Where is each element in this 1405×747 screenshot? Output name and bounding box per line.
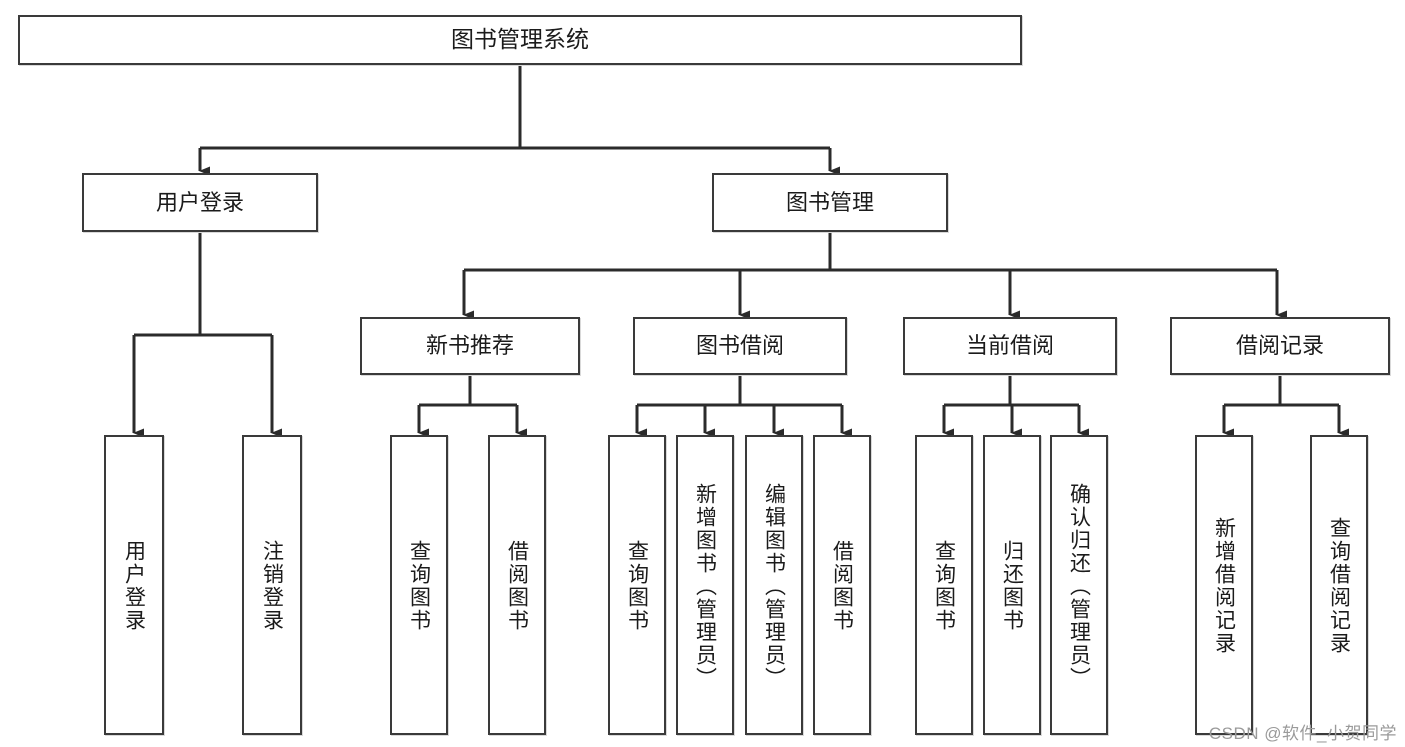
- node-label: 查询借阅记录: [1327, 517, 1351, 655]
- node-label: 查询图书: [407, 540, 431, 632]
- node-leaf-add-record[interactable]: 新增借阅记录: [1195, 435, 1253, 735]
- node-label: 新增图书（管理员）: [693, 482, 717, 690]
- node-label: 编辑图书（管理员）: [762, 482, 786, 690]
- node-label: 图书管理: [785, 189, 874, 215]
- node-leaf-query-record[interactable]: 查询借阅记录: [1310, 435, 1368, 735]
- node-label: 借阅记录: [1235, 333, 1324, 359]
- node-leaf-borrow-book-2[interactable]: 借阅图书: [813, 435, 871, 735]
- node-book-borrow[interactable]: 图书借阅: [633, 317, 847, 375]
- node-label: 用户登录: [122, 540, 146, 632]
- node-leaf-return-book[interactable]: 归还图书: [983, 435, 1041, 735]
- node-label: 新书推荐: [425, 333, 514, 359]
- node-label: 图书管理系统: [451, 26, 589, 53]
- tree-edges: [132, 65, 1349, 438]
- node-label: 归还图书: [1000, 540, 1024, 632]
- node-leaf-borrow-book-1[interactable]: 借阅图书: [488, 435, 546, 735]
- node-borrow-record[interactable]: 借阅记录: [1170, 317, 1390, 375]
- node-book-manage[interactable]: 图书管理: [712, 173, 948, 232]
- node-label: 借阅图书: [505, 540, 529, 632]
- node-root[interactable]: 图书管理系统: [18, 15, 1022, 65]
- node-leaf-add-book[interactable]: 新增图书（管理员）: [676, 435, 734, 735]
- watermark-label: CSDN @软件_小贺同学: [1208, 724, 1397, 743]
- node-leaf-query-book-2[interactable]: 查询图书: [608, 435, 666, 735]
- node-leaf-confirm-return[interactable]: 确认归还（管理员）: [1050, 435, 1108, 735]
- node-label: 注销登录: [260, 540, 284, 632]
- node-label: 确认归还（管理员）: [1067, 482, 1091, 690]
- node-label: 当前借阅: [965, 333, 1054, 359]
- node-new-book-recommend[interactable]: 新书推荐: [360, 317, 580, 375]
- node-leaf-user-login[interactable]: 用户登录: [104, 435, 164, 735]
- node-leaf-edit-book[interactable]: 编辑图书（管理员）: [745, 435, 803, 735]
- node-label: 新增借阅记录: [1212, 517, 1236, 655]
- node-label: 图书借阅: [695, 333, 784, 359]
- node-leaf-user-logout[interactable]: 注销登录: [242, 435, 302, 735]
- node-leaf-query-book-1[interactable]: 查询图书: [390, 435, 448, 735]
- node-user-login[interactable]: 用户登录: [82, 173, 318, 232]
- node-label: 查询图书: [932, 540, 956, 632]
- node-current-borrow[interactable]: 当前借阅: [903, 317, 1117, 375]
- node-leaf-query-book-3[interactable]: 查询图书: [915, 435, 973, 735]
- node-label: 借阅图书: [830, 540, 854, 632]
- node-label: 用户登录: [155, 189, 244, 215]
- node-label: 查询图书: [625, 540, 649, 632]
